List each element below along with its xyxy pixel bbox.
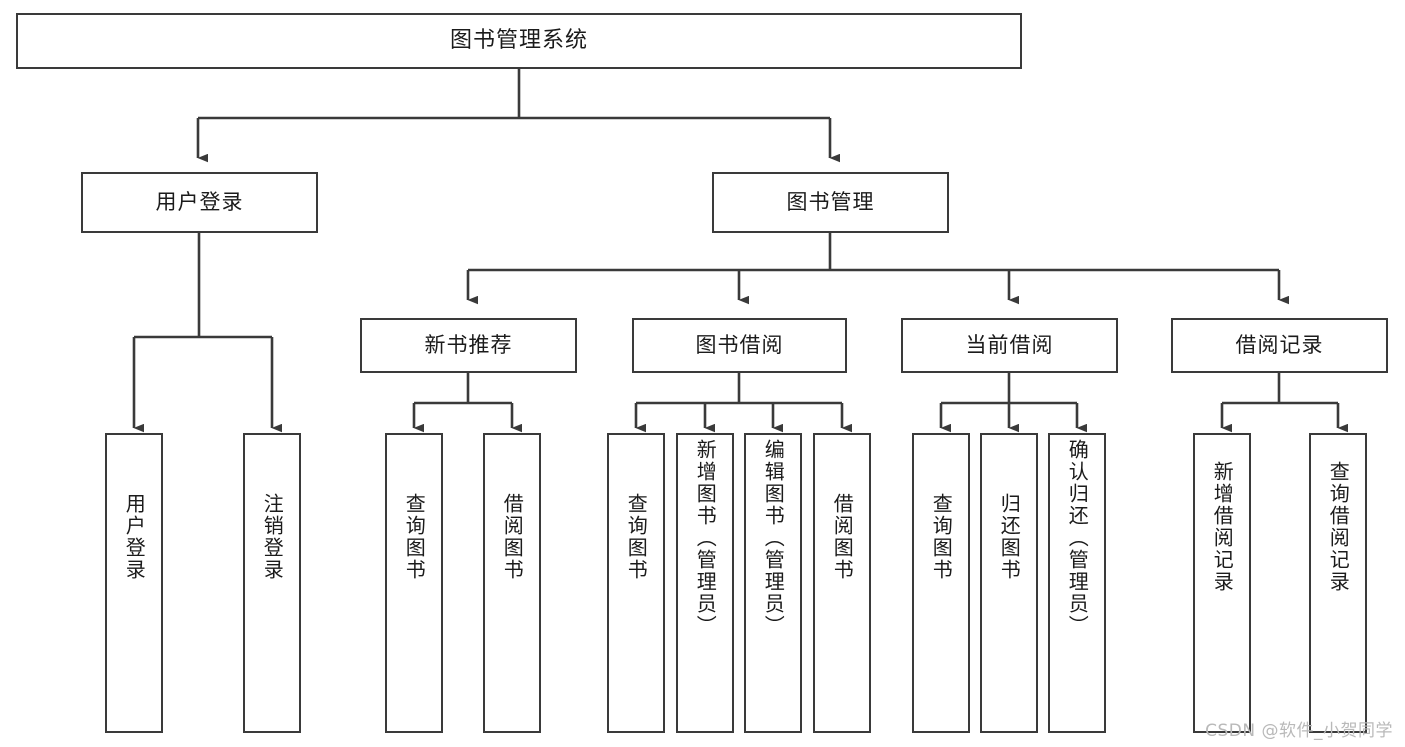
node-leaf-edit-book-admin[interactable]: 编辑图书（管理员） bbox=[744, 433, 802, 733]
node-current-borrowing[interactable]: 当前借阅 bbox=[901, 318, 1118, 373]
node-leaf-confirm-return-admin[interactable]: 确认归还（管理员） bbox=[1048, 433, 1106, 733]
node-label: 查询图书 bbox=[929, 493, 954, 581]
node-leaf-query-book-current[interactable]: 查询图书 bbox=[912, 433, 970, 733]
node-leaf-return-book[interactable]: 归还图书 bbox=[980, 433, 1038, 733]
node-leaf-user-login[interactable]: 用户登录 bbox=[105, 433, 163, 733]
node-label: 借阅图书 bbox=[830, 493, 855, 581]
node-leaf-borrow-book-recommend[interactable]: 借阅图书 bbox=[483, 433, 541, 733]
node-leaf-borrow-book[interactable]: 借阅图书 bbox=[813, 433, 871, 733]
node-root-book-management-system[interactable]: 图书管理系统 bbox=[16, 13, 1022, 69]
node-leaf-query-book-recommend[interactable]: 查询图书 bbox=[385, 433, 443, 733]
node-label: 图书借阅 bbox=[695, 332, 784, 357]
node-label: 借阅记录 bbox=[1235, 332, 1324, 357]
node-label: 当前借阅 bbox=[965, 332, 1054, 357]
node-leaf-query-borrow-record[interactable]: 查询借阅记录 bbox=[1309, 433, 1367, 733]
node-label: 图书管理系统 bbox=[449, 27, 588, 53]
node-user-login[interactable]: 用户登录 bbox=[81, 172, 318, 233]
node-label: 归还图书 bbox=[997, 493, 1022, 581]
node-label: 确认归还（管理员） bbox=[1065, 439, 1090, 637]
node-label: 注销登录 bbox=[260, 493, 285, 581]
node-leaf-query-book-borrow[interactable]: 查询图书 bbox=[607, 433, 665, 733]
node-label: 用户登录 bbox=[122, 493, 147, 581]
node-book-borrowing[interactable]: 图书借阅 bbox=[632, 318, 847, 373]
node-label: 新书推荐 bbox=[424, 332, 513, 357]
node-label: 编辑图书（管理员） bbox=[761, 439, 786, 637]
node-label: 图书管理 bbox=[786, 189, 875, 214]
csdn-watermark: CSDN @软件_小贺同学 bbox=[1205, 721, 1393, 741]
node-leaf-add-borrow-record[interactable]: 新增借阅记录 bbox=[1193, 433, 1251, 733]
node-new-book-recommendation[interactable]: 新书推荐 bbox=[360, 318, 577, 373]
node-label: 借阅图书 bbox=[500, 493, 525, 581]
node-label: 用户登录 bbox=[155, 189, 244, 214]
node-label: 查询借阅记录 bbox=[1326, 461, 1351, 593]
node-label: 查询图书 bbox=[402, 493, 427, 581]
node-label: 新增图书（管理员） bbox=[693, 439, 718, 637]
node-leaf-logout[interactable]: 注销登录 bbox=[243, 433, 301, 733]
node-borrowing-record[interactable]: 借阅记录 bbox=[1171, 318, 1388, 373]
node-label: 新增借阅记录 bbox=[1210, 461, 1235, 593]
node-label: 查询图书 bbox=[624, 493, 649, 581]
node-book-management[interactable]: 图书管理 bbox=[712, 172, 949, 233]
node-leaf-add-book-admin[interactable]: 新增图书（管理员） bbox=[676, 433, 734, 733]
